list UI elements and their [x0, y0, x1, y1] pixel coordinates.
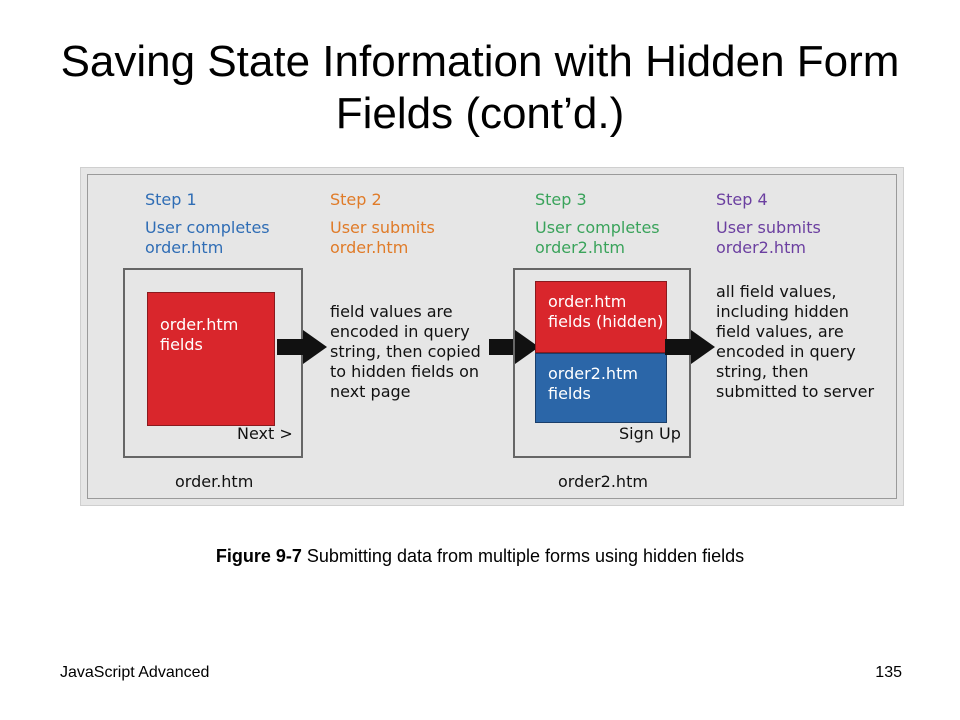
figure-border: [87, 174, 897, 499]
order-page-box: [123, 268, 303, 458]
step-3-text: User completes order2.htm: [535, 218, 660, 257]
hidden-fields-box: order.htm fields (hidden): [535, 281, 667, 353]
order-fields-box: order.htm fields: [147, 292, 275, 426]
step-4-title: Step 4: [716, 190, 768, 209]
footer-course-title: JavaScript Advanced: [60, 664, 210, 681]
order2-fields-box: order2.htm fields: [535, 353, 667, 423]
step-1-text: User completes order.htm: [145, 218, 270, 257]
order2-page-label: order2.htm: [558, 472, 648, 491]
next-button[interactable]: Next >: [237, 424, 293, 443]
figure-caption: Figure 9-7 Submitting data from multiple…: [0, 546, 960, 567]
transfer-1-description: field values are encoded in query string…: [330, 302, 481, 401]
step-1-title: Step 1: [145, 190, 197, 209]
order2-page-box: [513, 268, 691, 458]
page-number: 135: [875, 664, 902, 681]
order-page-label: order.htm: [175, 472, 254, 491]
step-4-text: User submits order2.htm: [716, 218, 821, 257]
step-2-title: Step 2: [330, 190, 382, 209]
figure-caption-text: Submitting data from multiple forms usin…: [301, 546, 745, 566]
figure-number: Figure 9-7: [215, 546, 302, 566]
sign-up-button[interactable]: Sign Up: [619, 424, 681, 443]
slide-title: Saving State Information with Hidden For…: [60, 37, 900, 138]
step-2-text: User submits order.htm: [330, 218, 435, 257]
step-3-title: Step 3: [535, 190, 587, 209]
arrow-right-icon: [277, 330, 327, 364]
figure-diagram: Step 1 User completes order.htm Step 2 U…: [80, 167, 904, 506]
arrow-right-icon: [665, 330, 715, 364]
transfer-2-description: all field values, including hidden field…: [716, 282, 875, 401]
